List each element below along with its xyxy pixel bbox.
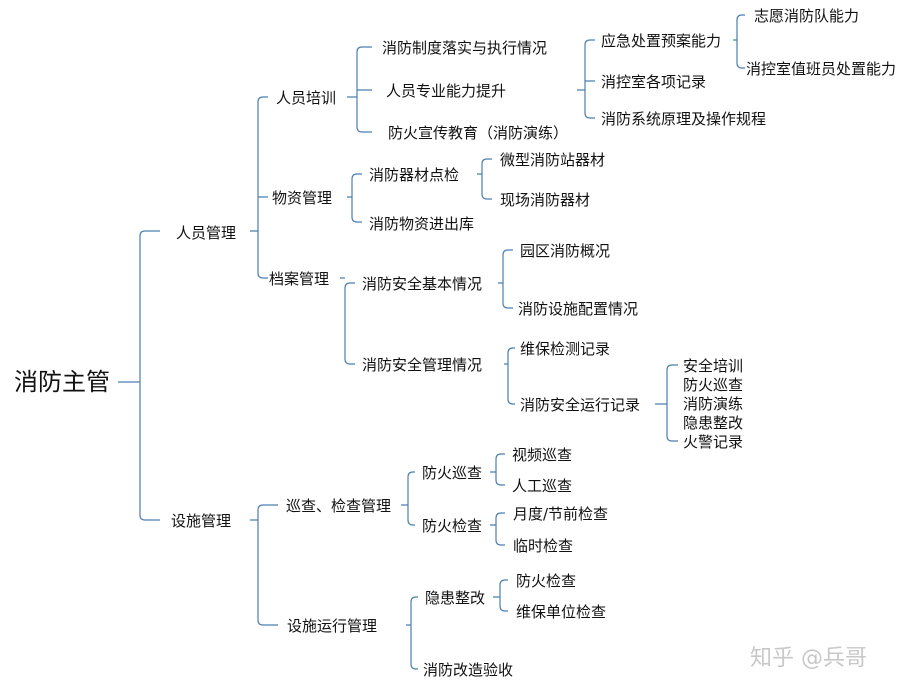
connector-bracket <box>347 46 372 133</box>
root-node: 消防主管 <box>14 368 110 396</box>
connector-bracket <box>401 471 415 526</box>
node-video-patrol: 视频巡查 <box>512 446 573 464</box>
node-record-item: 消防演练 <box>683 395 744 413</box>
node-renovation-acceptance: 消防改造验收 <box>423 661 514 679</box>
node-skill-improvement: 人员专业能力提升 <box>386 82 507 100</box>
connector-bracket <box>250 96 268 279</box>
node-operation-records: 消防安全运行记录 <box>520 396 641 414</box>
node-park-overview: 园区消防概况 <box>520 242 611 260</box>
connector-bracket <box>477 158 492 200</box>
node-equipment-inspection: 消防器材点检 <box>369 166 460 184</box>
node-manual-patrol: 人工巡查 <box>512 477 573 495</box>
node-training: 人员培训 <box>276 89 337 107</box>
node-record-item: 隐患整改 <box>683 414 744 432</box>
node-emergency-plan: 应急处置预案能力 <box>601 32 722 50</box>
node-fire-patrol: 防火巡查 <box>422 464 483 482</box>
node-volunteer-team: 志愿消防队能力 <box>754 7 860 25</box>
node-patrol-inspection: 巡查、检查管理 <box>286 497 392 515</box>
node-system-implementation: 消防制度落实与执行情况 <box>382 39 548 57</box>
node-micro-station: 微型消防站器材 <box>500 151 606 169</box>
node-site-equipment: 现场消防器材 <box>500 191 591 209</box>
node-system-principle: 消防系统原理及操作规程 <box>601 110 767 128</box>
node-facility-config: 消防设施配置情况 <box>518 300 639 318</box>
connector-bracket <box>406 596 418 670</box>
node-publicity: 防火宣传教育（消防演练） <box>388 124 569 142</box>
node-facility-operation: 设施运行管理 <box>287 617 378 635</box>
connector-bracket <box>655 364 678 442</box>
node-management-status: 消防安全管理情况 <box>362 356 483 374</box>
connector-bracket <box>340 277 355 365</box>
watermark: 知乎 @兵哥 <box>750 646 867 671</box>
node-maintenance-records: 维保检测记录 <box>520 340 611 358</box>
node-archives: 档案管理 <box>269 270 330 288</box>
connector-bracket <box>250 504 278 626</box>
node-record-item: 火警记录 <box>683 433 744 451</box>
connector-bracket <box>490 512 505 546</box>
node-personnel-mgmt: 人员管理 <box>176 224 237 242</box>
node-duty-officer: 消控室值班员处置能力 <box>746 60 897 78</box>
connector-bracket <box>577 39 595 119</box>
node-temp-check: 临时检查 <box>513 537 574 555</box>
connector-bracket <box>493 579 508 612</box>
node-facilities-mgmt: 设施管理 <box>171 512 232 530</box>
node-record-item: 防火巡查 <box>683 376 744 394</box>
node-hazard-rectification: 隐患整改 <box>425 589 486 607</box>
node-materials: 物资管理 <box>272 189 333 207</box>
node-fire-check: 防火检查 <box>422 517 483 535</box>
connector-bracket <box>504 347 515 405</box>
node-monthly-check: 月度/节前检查 <box>513 505 609 523</box>
node-record-item: 安全培训 <box>683 357 744 375</box>
node-hazard-fire-check: 防火检查 <box>516 572 577 590</box>
node-unit-check: 维保单位检查 <box>516 603 607 621</box>
connector-bracket <box>498 249 513 309</box>
node-control-room-records: 消控室各项记录 <box>601 73 707 91</box>
connector-bracket <box>490 453 505 486</box>
node-basic-info: 消防安全基本情况 <box>362 275 483 293</box>
connector-bracket <box>118 230 160 521</box>
connector-bracket <box>347 173 362 223</box>
node-inout-storage: 消防物资进出库 <box>369 215 475 233</box>
connector-bracket <box>733 14 745 69</box>
